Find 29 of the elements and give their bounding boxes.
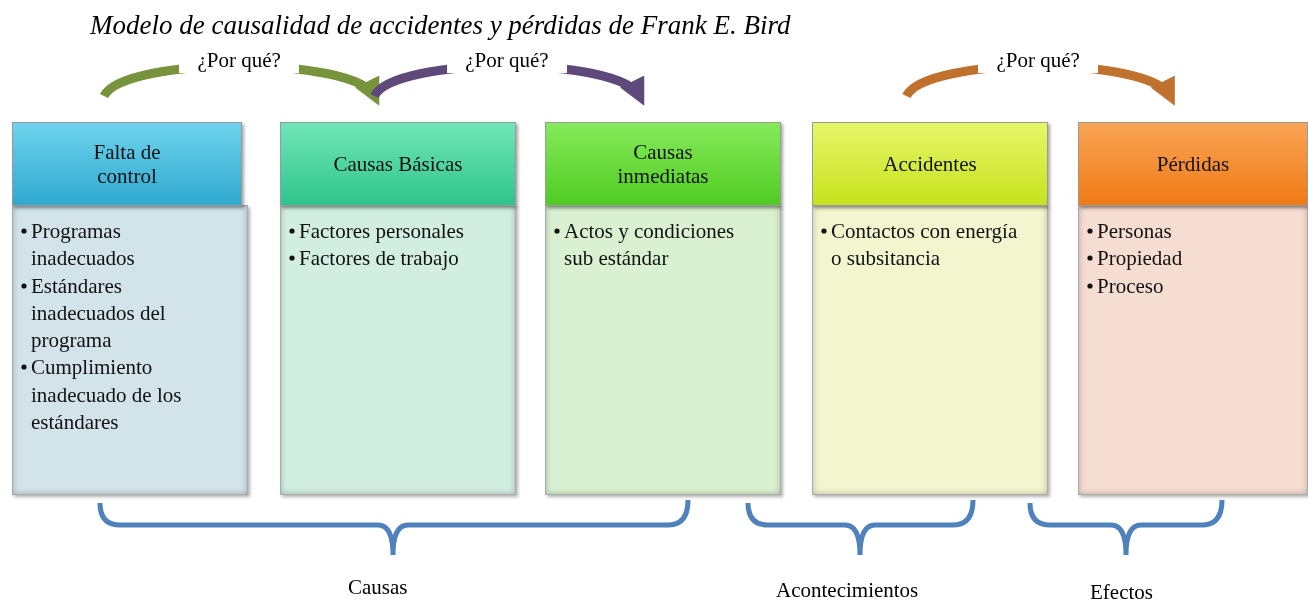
bullet-text: Estándares inadecuados del programa — [31, 272, 167, 355]
content-box — [1078, 205, 1308, 495]
bullet-text: Factores de trabajo — [299, 245, 459, 273]
header-box — [280, 122, 516, 206]
header-box — [812, 122, 1048, 206]
bullet-text: Personas — [1097, 218, 1172, 245]
group-label: Causas — [348, 575, 408, 600]
content-box — [812, 205, 1048, 495]
header-text: Falta de control — [92, 139, 162, 189]
bullet-text: Factores personales — [299, 218, 465, 245]
header-text: Causas Básicas — [333, 151, 463, 177]
content-box — [545, 205, 781, 495]
group-label: Efectos — [1090, 580, 1153, 602]
header-text: Accidentes — [883, 151, 977, 177]
header-text: Pérdidas — [1156, 151, 1230, 177]
bullet-text: Actos y condiciones sub estándar — [564, 218, 736, 273]
group-label: Acontecimientos — [776, 578, 919, 602]
bullet-text: Proceso — [1097, 272, 1164, 300]
content-box — [12, 205, 248, 495]
bullet-text: Propiedad — [1097, 245, 1183, 273]
diagram-title: Modelo de causalidad de accidentes y pérdidas de Frank E. Bird — [90, 10, 791, 41]
content-box — [280, 205, 516, 495]
header-box — [12, 122, 242, 206]
header-box — [545, 122, 781, 206]
header-text: Causas inmediatas — [616, 139, 710, 189]
bullet-text: Cumplimiento inadecuado de los estándares — [31, 354, 183, 437]
bullet-text: Programas inadecuados — [31, 218, 136, 273]
header-box — [1078, 122, 1308, 206]
bullet-text: Contactos con energía o subsitancia — [831, 218, 1019, 273]
